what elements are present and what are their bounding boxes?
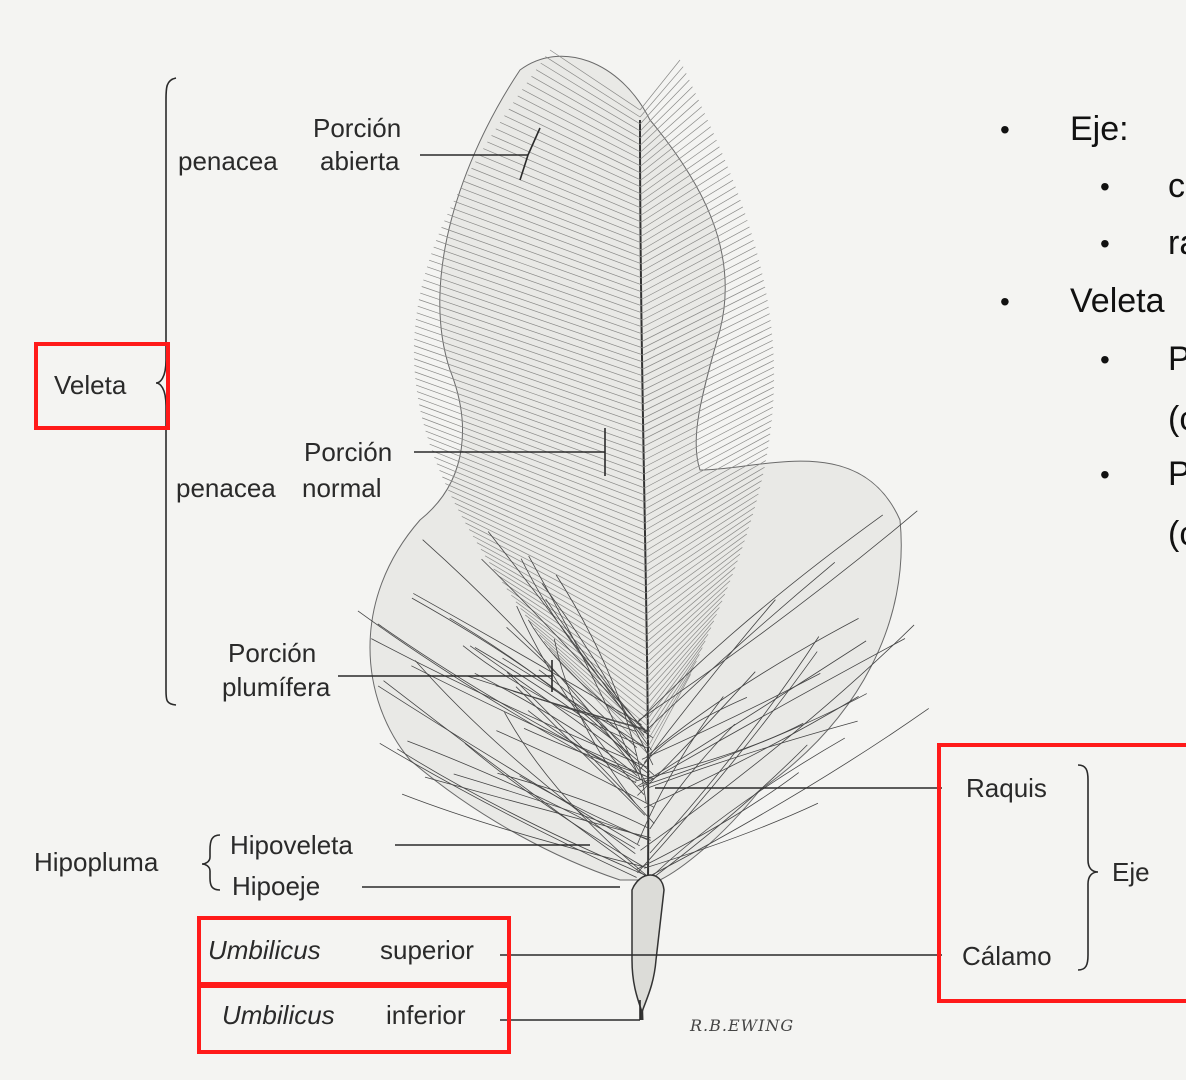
label-porcion-abierta-2a: penacea — [178, 146, 278, 176]
calamus-shape — [632, 875, 664, 1012]
label-plumifera-2: plumífera — [222, 672, 330, 702]
label-hipopluma: Hipopluma — [34, 847, 158, 877]
highlight-umbilicus-superior — [197, 916, 511, 986]
artist-signature: R.B.EWING — [690, 1016, 794, 1035]
label-porcion-normal-2b: normal — [302, 473, 381, 503]
label-porcion-normal-2a: penacea — [176, 473, 276, 503]
bullet-dot: • — [1100, 344, 1110, 376]
label-porcion-abierta-2b: abierta — [320, 146, 400, 176]
bullet-item-text: P — [1168, 455, 1186, 494]
label-hipoveleta: Hipoveleta — [230, 830, 353, 860]
label-plumifera-1: Porción — [228, 638, 316, 668]
bullet-item-text: P — [1168, 340, 1186, 379]
label-hipoeje: Hipoeje — [232, 871, 320, 901]
bullet-item-text: (c — [1168, 400, 1186, 439]
highlight-veleta — [34, 342, 170, 430]
bullet-dot: • — [1100, 459, 1110, 491]
feather-drawing — [370, 56, 901, 1020]
bullet-dot: • — [1000, 286, 1010, 318]
bullet-item-text: (c — [1168, 515, 1186, 554]
bullet-item-text: ra — [1168, 224, 1186, 263]
label-porcion-normal-1: Porción — [304, 437, 392, 467]
highlight-umbilicus-inferior — [197, 984, 511, 1054]
bullet-item-text: c — [1168, 167, 1185, 206]
highlight-eje-group — [937, 743, 1186, 1003]
bullet-dot: • — [1100, 171, 1110, 203]
hipopluma-bracket — [202, 835, 220, 890]
bullet-dot: • — [1100, 228, 1110, 260]
label-porcion-abierta-1: Porción — [313, 113, 401, 143]
bullet-item-text: Eje: — [1070, 110, 1129, 149]
bullet-item-text: Veleta — [1070, 282, 1165, 321]
bullet-list: • Eje: • c • ra • Veleta • P (c • P (c — [1000, 110, 1186, 590]
bullet-dot: • — [1000, 114, 1010, 146]
